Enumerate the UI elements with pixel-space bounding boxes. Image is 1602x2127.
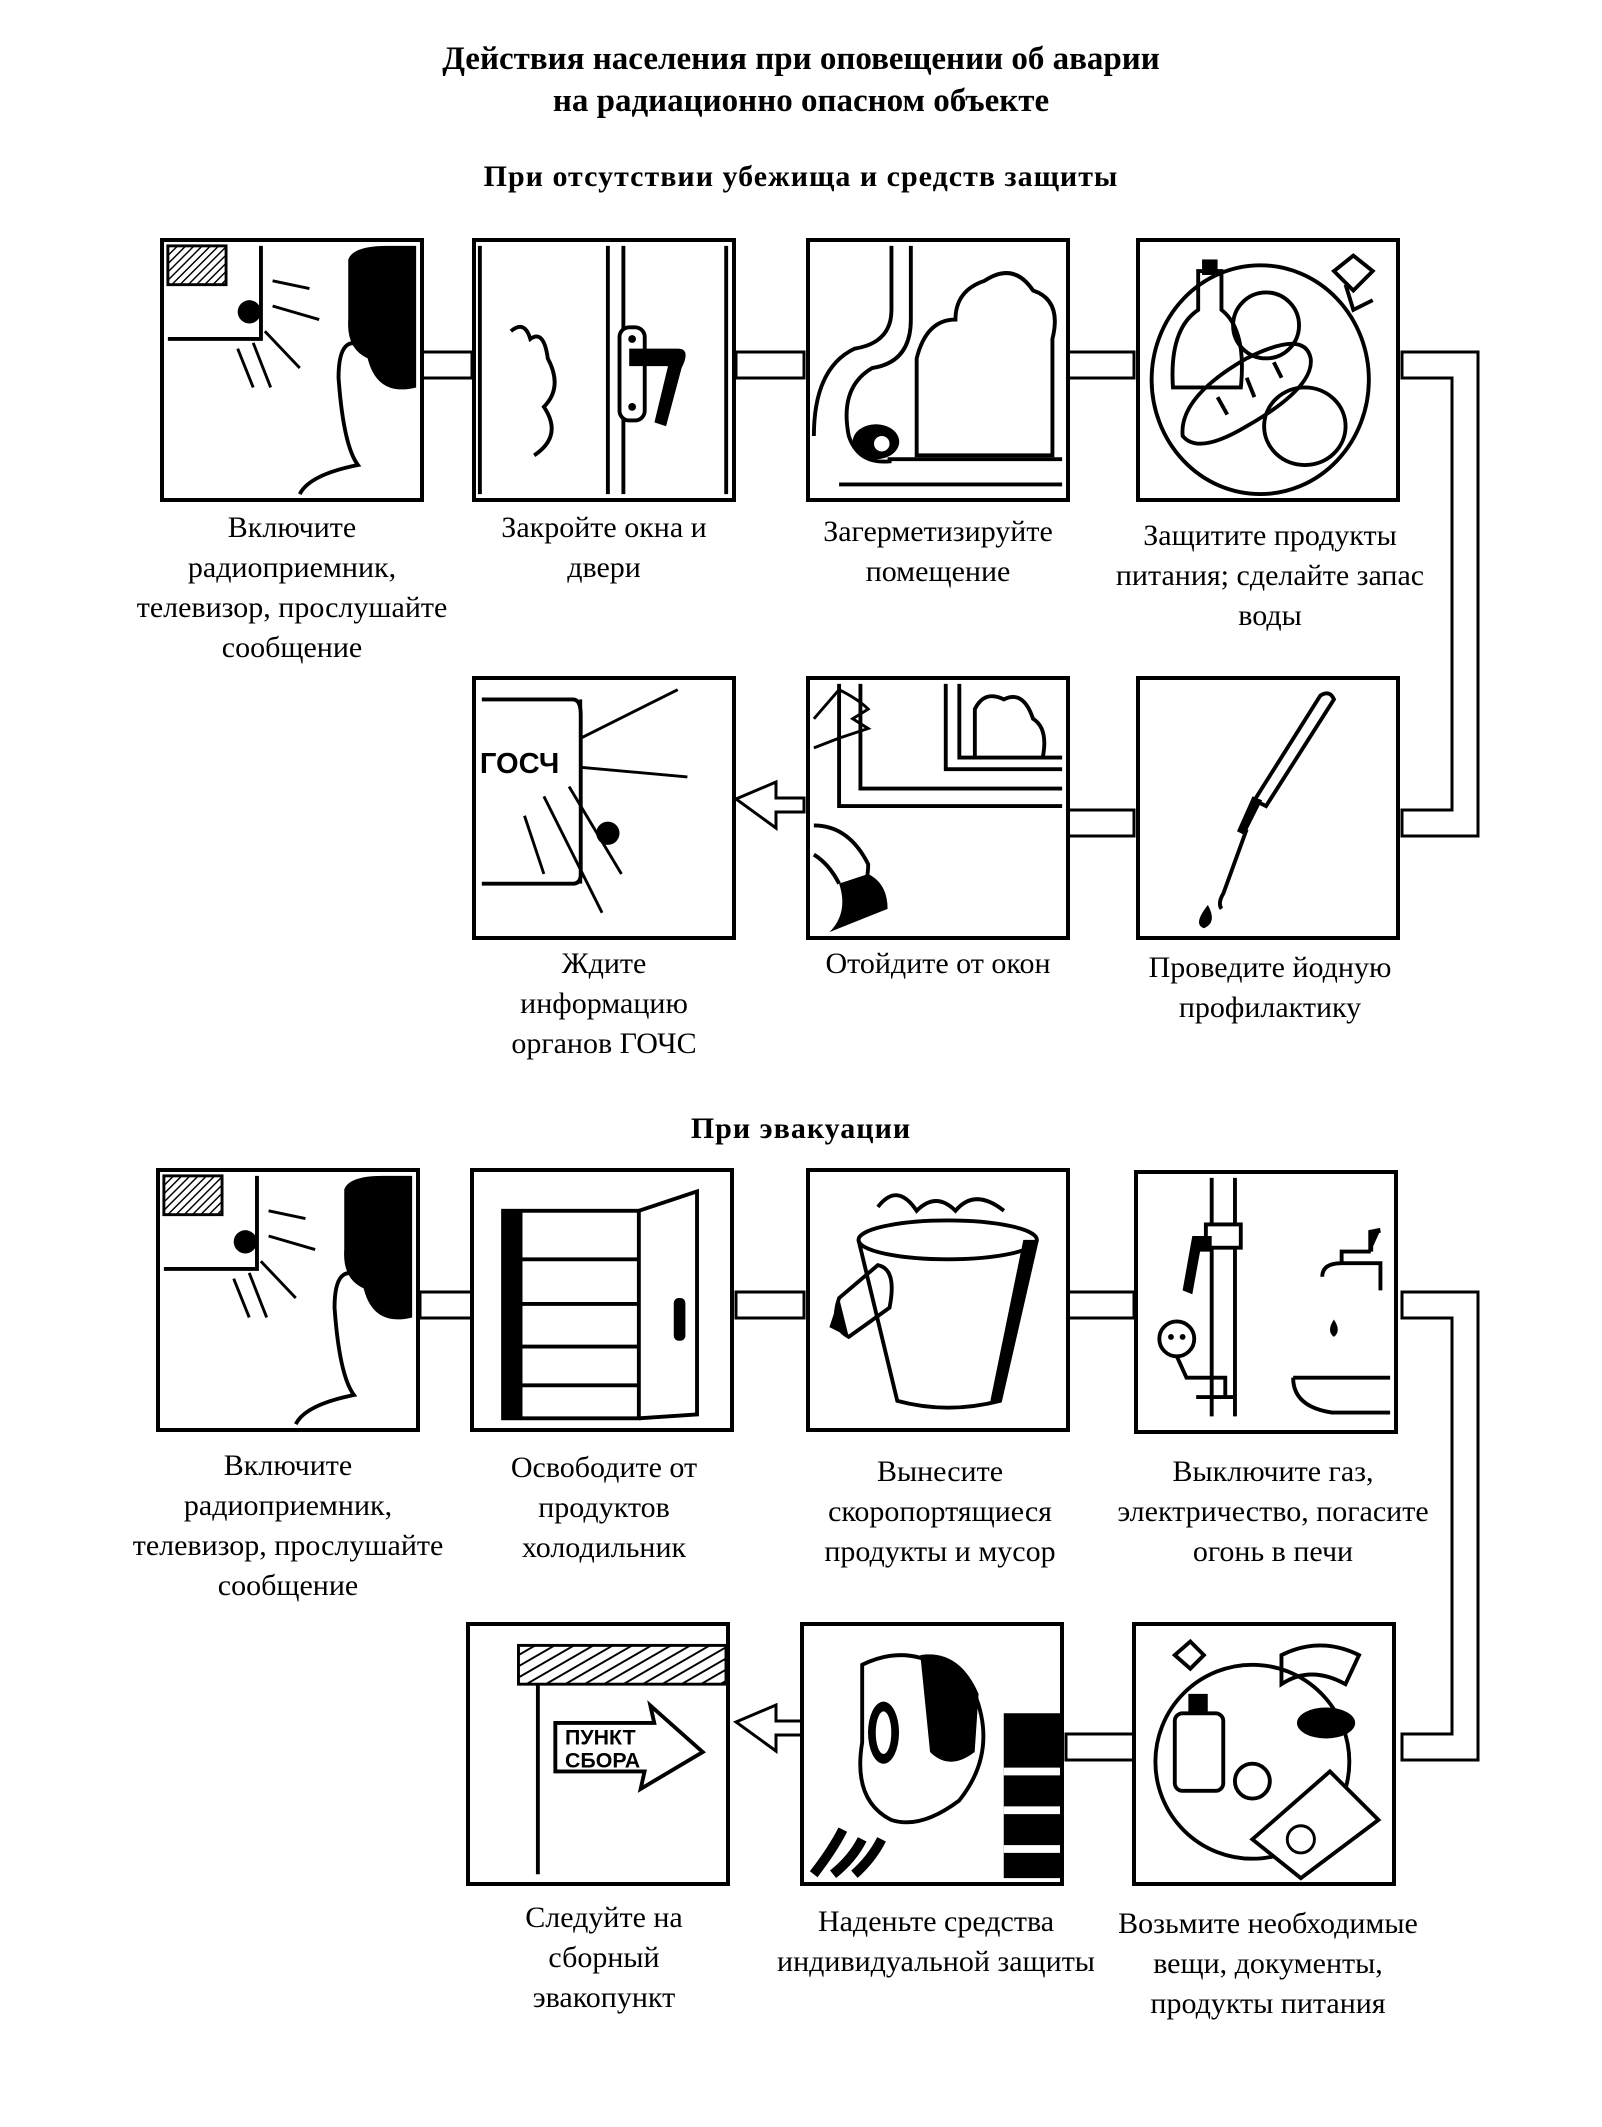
radio-listener-illustration <box>166 244 417 496</box>
broadcast-sign-illustration: ГОСЧ <box>480 688 688 914</box>
sealing-illustration <box>811 245 1063 487</box>
belongings-illustration <box>1153 1638 1382 1881</box>
caption-step2-2: Освободите от продуктов холодильник <box>510 1451 698 1564</box>
panel-utilities-off <box>1134 1170 1398 1434</box>
caption-step1-3: Загерметизируйте помещение <box>823 515 1053 588</box>
utilities-illustration <box>1157 1177 1391 1417</box>
caption-step1-2: Закройте окна и двери <box>501 511 707 584</box>
gochs-sign-text: ГОСЧ <box>480 748 559 780</box>
caption-step2-3: Вынесите скоропортящиеся продукты и мусо… <box>824 1455 1056 1568</box>
caption-step2-6: Наденьте средства индивидуальной защиты <box>777 1905 1095 1978</box>
panel-protect-food <box>1136 238 1400 502</box>
panel-trash-bucket <box>806 1168 1070 1432</box>
panel-gas-mask <box>800 1622 1064 1886</box>
fridge-illustration <box>501 1188 699 1421</box>
assembly-sign-illustration: ПУНКТ СБОРА <box>517 1643 726 1875</box>
caption-step1-5: Проведите йодную профилактику <box>1148 951 1392 1024</box>
caption-step2-7: Следуйте на сборный эвакопункт <box>525 1901 683 2014</box>
sign-text-sbora: СБОРА <box>565 1749 640 1773</box>
window-handle-illustration <box>477 245 729 495</box>
gas-mask-illustration <box>809 1653 1060 1879</box>
radio-listener-illustration-2 <box>162 1174 413 1426</box>
section1-heading: При отсутствии убежища и средств защиты <box>483 160 1119 193</box>
page-title-line2: на радиационно опасном объекте <box>552 83 1050 119</box>
page-title-line1: Действия населения при оповещении об ава… <box>442 41 1160 77</box>
panel-take-belongings <box>1132 1622 1396 1886</box>
panel-seal-room <box>806 238 1070 502</box>
panel-move-from-windows <box>806 676 1070 940</box>
panel-assembly-point: ПУНКТ СБОРА <box>466 1622 730 1886</box>
panel-fridge <box>470 1168 734 1432</box>
panel-await-info: ГОСЧ <box>472 676 736 940</box>
caption-step2-4: Выключите газ, электричество, погасите о… <box>1117 1455 1429 1568</box>
panel-radio-listener <box>160 238 424 502</box>
trash-bucket-illustration <box>829 1193 1039 1410</box>
iodine-dropper-illustration <box>1199 691 1337 929</box>
panel-iodine-prophylaxis <box>1136 676 1400 940</box>
caption-step1-7: Ждите информацию органов ГОЧС <box>511 947 697 1060</box>
caption-step1-6: Отойдите от окон <box>825 947 1051 980</box>
food-water-illustration <box>1149 253 1376 497</box>
section2-heading: При эвакуации <box>690 1112 912 1145</box>
panel-close-windows <box>472 238 736 502</box>
sign-text-punkt: ПУНКТ <box>565 1725 636 1749</box>
caption-step1-4: Защитите продукты питания; сделайте запа… <box>1115 519 1425 632</box>
step-away-illustration <box>812 683 1063 933</box>
caption-step2-1: Включите радиоприемник, телевизор, просл… <box>132 1449 444 1602</box>
panel-radio-listener-2 <box>156 1168 420 1432</box>
caption-step2-5: Возьмите необходимые вещи, документы, пр… <box>1118 1907 1418 2020</box>
caption-step1-1: Включите радиоприемник, телевизор, просл… <box>136 511 448 664</box>
